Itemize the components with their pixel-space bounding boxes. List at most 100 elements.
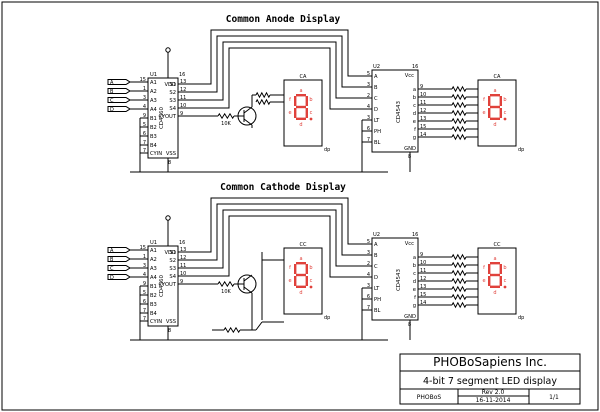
- segment-letter: e: [288, 278, 291, 284]
- pin-number: 7: [143, 148, 146, 154]
- driver-gnd: GND: [404, 146, 416, 152]
- driver-pin-right: d: [413, 279, 416, 285]
- segment-d: [296, 117, 306, 120]
- segment-a: [490, 262, 500, 265]
- pin-number: 13: [180, 247, 186, 253]
- pin-number: 15: [140, 245, 146, 251]
- driver-pin-right: b: [413, 263, 417, 269]
- resistor: [451, 269, 467, 277]
- pin-number: 14: [420, 132, 426, 138]
- resistor: [451, 253, 467, 261]
- decoder-pin-left: A2: [150, 257, 157, 263]
- decoder-pin-left: B4: [150, 311, 158, 317]
- section-title: Common Cathode Display: [220, 182, 346, 193]
- transistor-body: [237, 106, 257, 126]
- section-title: Common Anode Display: [226, 14, 341, 25]
- segment-dp: [309, 117, 313, 121]
- input-terminal: [107, 106, 131, 112]
- input-terminal: [107, 97, 131, 103]
- segment-b: [305, 264, 308, 274]
- driver-gnd: GND: [404, 314, 416, 320]
- segment-c: [305, 276, 308, 286]
- decoder-pin-right: CYOUT: [159, 114, 177, 120]
- decoder-pin-left: A1: [150, 248, 157, 254]
- driver-name: CD4543: [396, 268, 402, 291]
- pin-number: 11: [180, 263, 186, 269]
- decoder-pin-left: B2: [150, 293, 157, 299]
- driver-vcc: Vcc: [405, 73, 414, 79]
- display-type-label: CA: [494, 74, 501, 80]
- decoder-pin-left: B4: [150, 143, 158, 149]
- decoder-vss: VSS: [166, 151, 176, 157]
- decoder-pin-left: B2: [150, 125, 157, 131]
- segment-d: [296, 285, 306, 288]
- pin-number: 14: [420, 300, 426, 306]
- driver-pin-left: D: [374, 275, 378, 281]
- driver-pin-right: g: [413, 135, 416, 141]
- segment-c: [499, 108, 502, 118]
- pin-number: 4: [143, 104, 146, 110]
- display-type-label: CC: [494, 242, 501, 248]
- pin-number: 5: [367, 71, 370, 77]
- driver-pin-left: PH: [374, 129, 381, 135]
- driver-chip: [371, 69, 419, 153]
- resistor: [255, 98, 271, 106]
- title-block-frame: [399, 353, 581, 405]
- wire: [255, 321, 263, 331]
- segment-letter: c: [504, 278, 507, 284]
- bus-wire: [188, 41, 372, 101]
- driver-pin-right: c: [413, 103, 416, 109]
- pin-number: 9: [143, 281, 146, 287]
- resistor: [217, 112, 235, 120]
- resistor: [451, 117, 467, 125]
- decoder-pin-right: S2: [169, 258, 176, 264]
- input-label: D: [110, 275, 114, 281]
- display-body: [283, 247, 323, 315]
- driver-vcc: Vcc: [405, 241, 414, 247]
- sheet-number: 1/1: [549, 394, 559, 401]
- pin-number: 12: [420, 276, 426, 282]
- display-type-label: CC: [300, 242, 307, 248]
- pin-number: 8: [168, 160, 171, 166]
- pin-number: 6: [143, 131, 146, 137]
- resistor: [451, 133, 467, 141]
- segment-g: [490, 273, 500, 277]
- input-terminal: [107, 88, 131, 94]
- pin-number: 7: [143, 140, 146, 146]
- input-label: C: [110, 98, 114, 104]
- dp-label: dp: [518, 147, 524, 153]
- driver-pin-right: e: [413, 119, 416, 125]
- pin-number: 7: [367, 305, 370, 311]
- decoder-pin-left: A3: [150, 98, 157, 104]
- segment-f: [488, 264, 491, 274]
- resistor: [451, 109, 467, 117]
- driver-pin-left: BL: [374, 140, 381, 146]
- author-name: PHOBoS: [417, 394, 442, 401]
- pin-number: 7: [143, 308, 146, 314]
- segment-letter: b: [309, 97, 312, 103]
- driver-ref: U2: [373, 232, 380, 238]
- driver-ref: U2: [373, 64, 380, 70]
- pin-number: 12: [420, 108, 426, 114]
- segment-letter: a: [493, 88, 496, 94]
- dp-label: dp: [518, 315, 524, 321]
- resistor: [451, 285, 467, 293]
- segment-letter: c: [310, 110, 313, 116]
- decoder-pin-right: S3: [169, 98, 176, 104]
- segment-letter: e: [288, 110, 291, 116]
- pin-number: 6: [143, 299, 146, 305]
- pin-number: 3: [143, 263, 146, 269]
- bus-wire: [188, 203, 372, 261]
- input-label: B: [110, 257, 114, 263]
- segment-d: [490, 117, 500, 120]
- segment-letter: d: [493, 122, 496, 128]
- bus-wire: [188, 47, 372, 110]
- pin-number: 3: [367, 283, 370, 289]
- driver-pin-left: LT: [374, 118, 380, 124]
- input-terminal: [107, 274, 131, 280]
- input-terminal: [107, 247, 131, 253]
- segment-letter: b: [503, 97, 506, 103]
- segment-c: [305, 108, 308, 118]
